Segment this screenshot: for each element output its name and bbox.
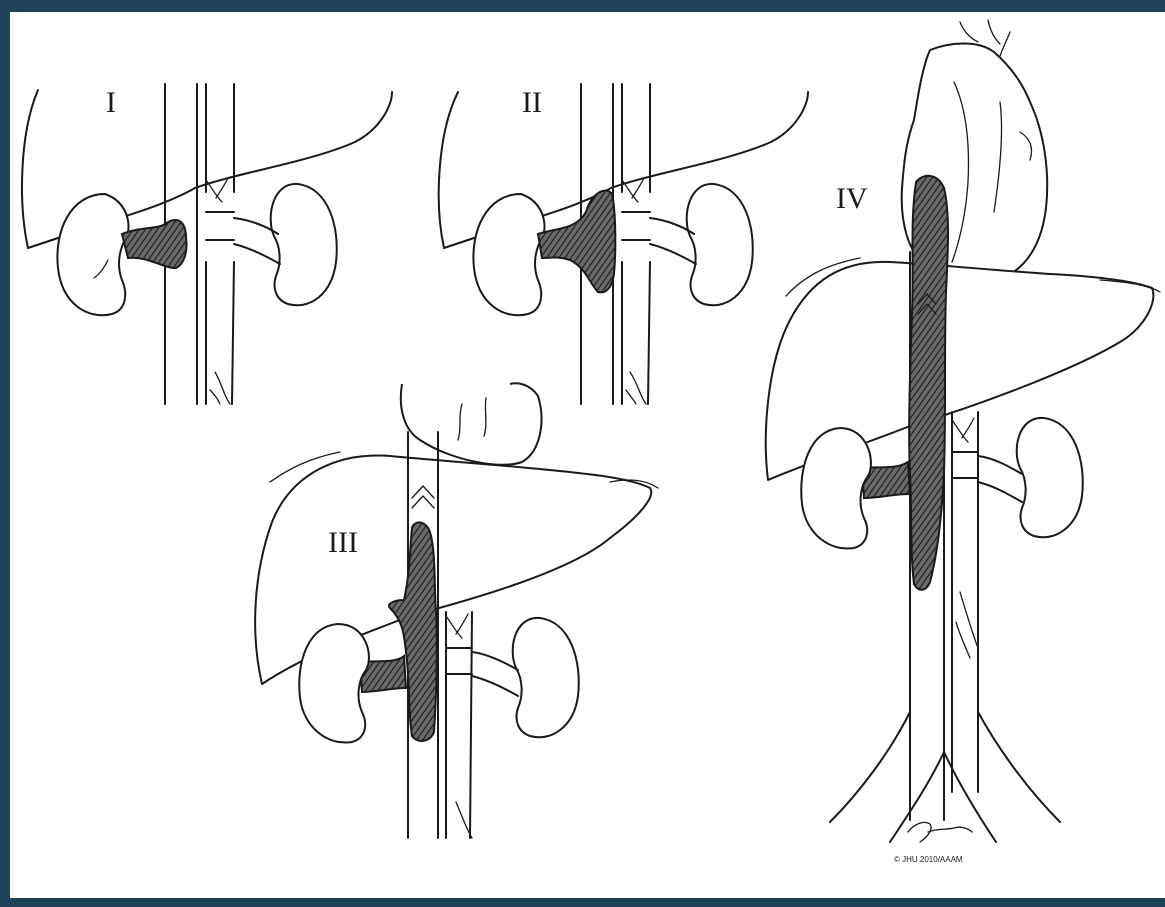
frame-top-border (0, 0, 1165, 12)
copyright-credit: © JHU 2010/AAAM (894, 855, 963, 864)
panel-stage-4: © JHU 2010/AAAM IV (766, 20, 1160, 864)
right-kidney (801, 428, 871, 549)
tumor-thrombus-levels-illustration: I II (10, 12, 1165, 898)
illustration-canvas: I II (10, 12, 1165, 898)
artist-signature (908, 822, 972, 842)
ivc-atrial-thrombus (909, 176, 948, 590)
frame-bottom-border (0, 898, 1165, 907)
frame-left-border (0, 0, 10, 907)
right-kidney (57, 194, 128, 315)
right-kidney (299, 624, 369, 743)
left-kidney (513, 618, 579, 737)
panel-stage-3: III (255, 383, 658, 838)
stage-label-2: II (522, 86, 542, 119)
ivc-thrombus (538, 191, 615, 293)
right-kidney (473, 194, 544, 315)
heart-base (401, 383, 542, 464)
panel-stage-2: II (439, 84, 808, 404)
stage-label-3: III (328, 526, 358, 559)
panel-stage-1: I (22, 84, 392, 404)
stage-label-1: I (106, 86, 116, 119)
left-kidney (1017, 418, 1083, 537)
left-kidney (687, 184, 753, 305)
aorta-right-wall (470, 612, 472, 838)
renal-vein-thrombus (122, 220, 187, 268)
stage-label-4: IV (836, 182, 868, 215)
left-kidney (271, 184, 337, 305)
